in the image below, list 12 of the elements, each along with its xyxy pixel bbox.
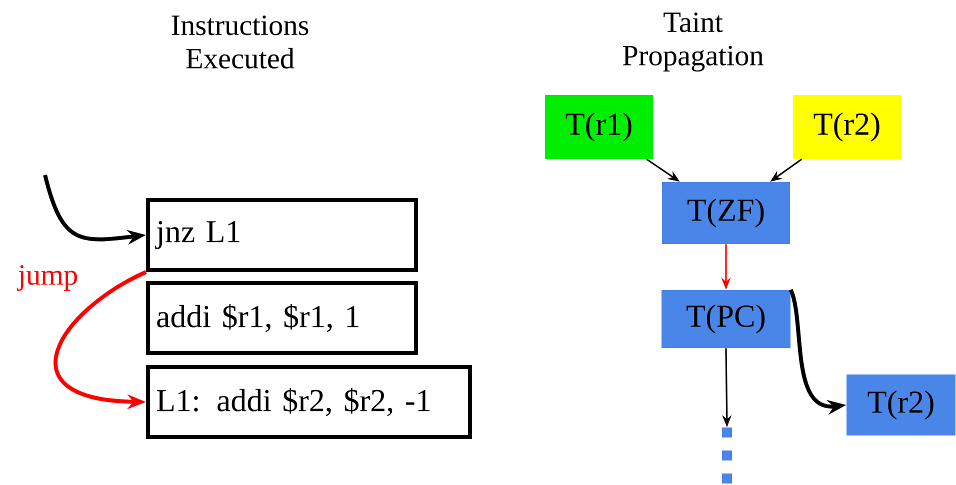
edge-label: jump xyxy=(17,265,78,291)
taint-box: T(r2) xyxy=(793,95,901,159)
ellipsis-dots xyxy=(722,427,732,484)
taint-box: T(PC) xyxy=(662,290,790,348)
instruction-box: addi $r1, $r1, 1 xyxy=(146,281,418,355)
instruction-box: L1: addi $r2, $r2, -1 xyxy=(146,365,472,439)
heading: Instructions Executed xyxy=(172,15,308,69)
taint-box: T(ZF) xyxy=(662,182,790,244)
instruction-box: jnz L1 xyxy=(146,198,418,272)
heading: Taint Propagation xyxy=(622,12,764,72)
taint-box: T(r1) xyxy=(545,95,653,159)
taint-box: T(r2) xyxy=(846,374,956,436)
